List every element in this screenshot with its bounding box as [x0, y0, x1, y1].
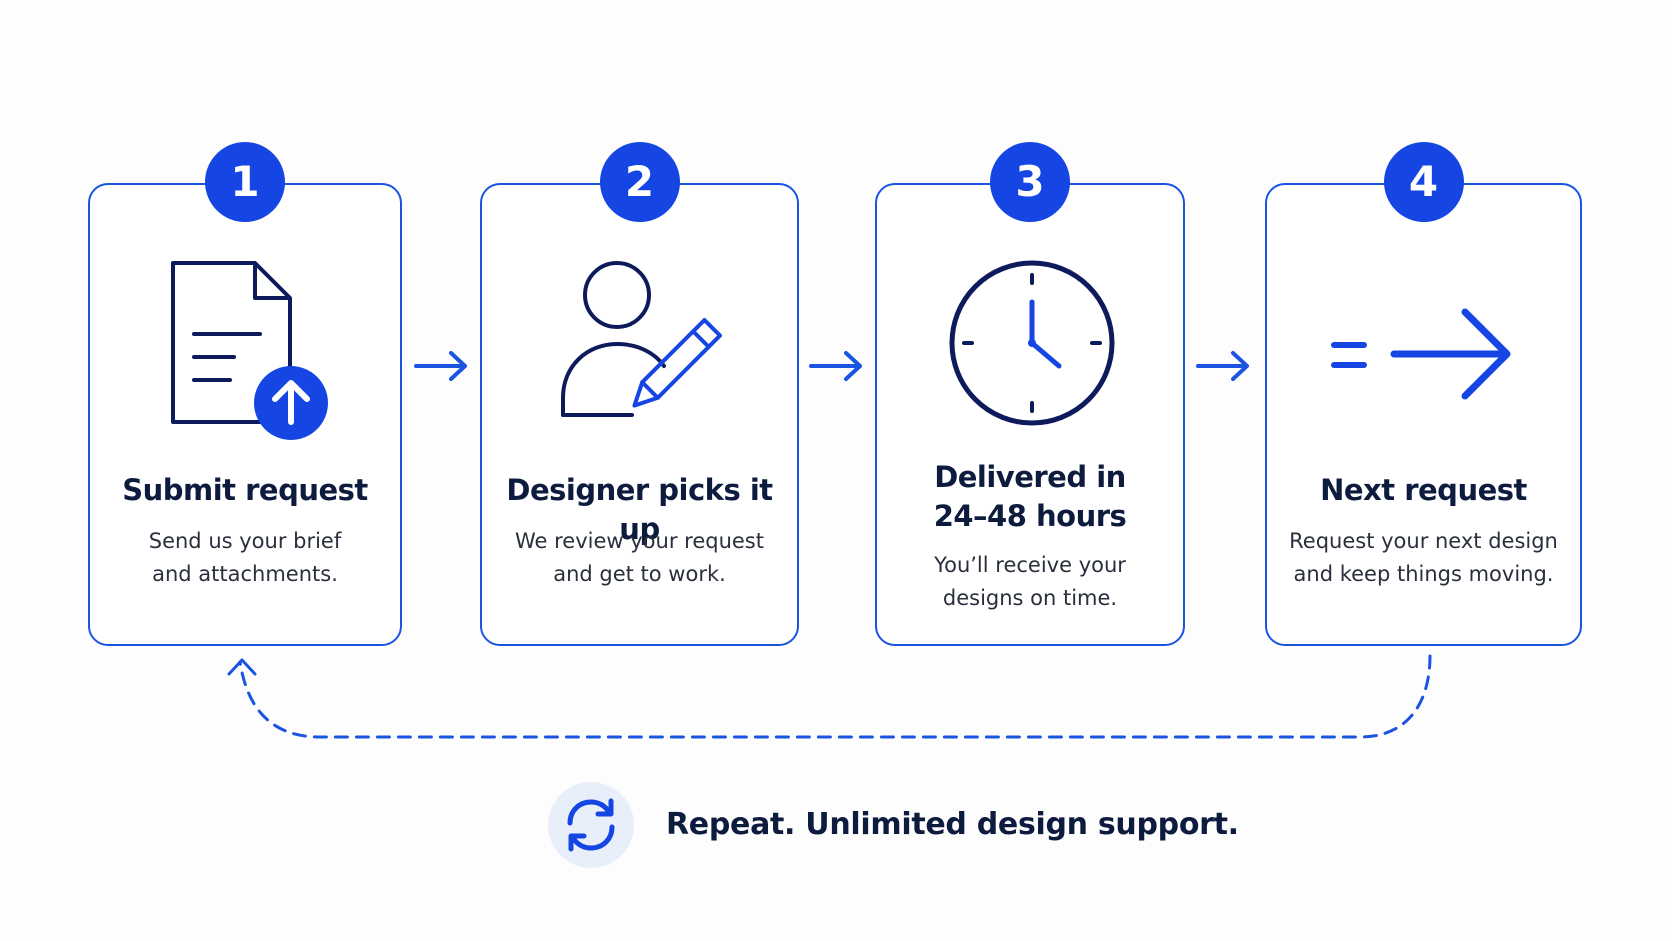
step-description: You’ll receive your designs on time. [934, 553, 1126, 610]
step-card-1: 1 Submit request Send us your brief and … [88, 142, 402, 646]
step-number-badge: 4 [1383, 142, 1464, 222]
step-description: We review your request and get to work. [515, 529, 764, 586]
step-title: Delivered in 24–48 hours [933, 460, 1127, 533]
forward-arrow-icon [1331, 308, 1511, 400]
document-upload-icon [171, 261, 328, 440]
repeat-badge [548, 782, 634, 868]
step-number-badge: 2 [599, 142, 680, 222]
step-title: Next request [1320, 473, 1527, 507]
step-number-badge: 3 [990, 142, 1070, 222]
user-edit-icon [561, 261, 723, 417]
step-card-3: 3 Delivered in 24–48 hours You’ll receiv… [875, 142, 1185, 646]
repeat-tagline: Repeat. Unlimited design support. [666, 807, 1239, 842]
step-card-2: 2 Designer picks it up We review your re… [480, 142, 799, 646]
step-description: Send us your brief and attachments. [148, 529, 342, 586]
clock-icon [949, 260, 1115, 426]
arrow-right-icon [1196, 351, 1249, 381]
arrow-right-icon [809, 351, 862, 381]
step-title: Designer picks it up [506, 473, 773, 546]
step-card-4: 4 Next request Request your next design … [1265, 142, 1582, 646]
refresh-icon [567, 798, 615, 852]
arrow-right-icon [414, 351, 467, 381]
step-number-badge: 1 [205, 142, 285, 222]
step-description: Request your next design and keep things… [1289, 529, 1558, 586]
step-title: Submit request [122, 473, 368, 507]
